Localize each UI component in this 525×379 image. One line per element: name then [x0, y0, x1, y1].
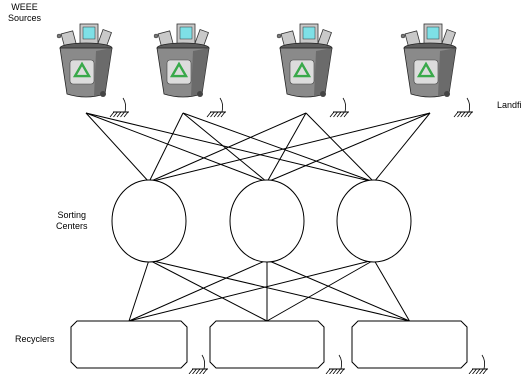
recycle-symbol-icon	[293, 61, 311, 78]
edge-source-4-to-center-1	[148, 112, 431, 183]
recycling-bin-icon	[153, 23, 210, 98]
landfill-ground-icon	[188, 354, 208, 375]
recycler-2	[209, 320, 325, 369]
recycle-symbol-icon	[417, 61, 435, 78]
recycling-bin-icon	[276, 23, 333, 98]
edge-center-2-to-recycler-1	[128, 259, 268, 322]
landfill-ground-icon	[468, 354, 488, 375]
landfill-ground-icon	[325, 354, 345, 375]
weee-sources-label: WEEE Sources	[8, 2, 42, 23]
edge-source-2-to-center-1	[148, 112, 184, 183]
weee-source-bins	[56, 23, 473, 118]
edge-source-1-to-center-2	[85, 112, 268, 183]
recycling-bin-icon	[400, 23, 457, 98]
edge-source-2-to-center-3	[182, 112, 375, 183]
sorting-center-2	[229, 179, 305, 263]
landfill-ground-icon	[109, 97, 129, 118]
sorting-center-3	[336, 179, 412, 263]
edge-source-3-to-center-3	[305, 112, 375, 183]
edge-source-3-to-center-2	[266, 112, 307, 183]
recyclers-label: Recyclers	[15, 334, 55, 344]
edge-source-1-to-center-1	[85, 112, 150, 183]
landfill-label: Landfi	[497, 100, 522, 110]
sorting-to-recycler-edges	[128, 259, 410, 322]
source-to-sorting-edges	[85, 112, 431, 183]
edge-source-4-to-center-2	[266, 112, 431, 183]
landfill-ground-icon	[453, 97, 473, 118]
edge-center-3-to-recycler-3	[373, 259, 410, 322]
recycle-symbol-icon	[73, 61, 91, 78]
edge-center-2-to-recycler-3	[266, 259, 410, 322]
landfill-ground-icon	[329, 97, 349, 118]
recycler-3	[351, 320, 468, 369]
edge-center-1-to-recycler-2	[148, 259, 268, 322]
edge-center-1-to-recycler-1	[128, 259, 150, 322]
recycler-1	[70, 320, 188, 369]
recycle-symbol-icon	[170, 61, 188, 78]
edge-source-4-to-center-3	[373, 112, 431, 183]
edge-source-2-to-center-2	[182, 112, 268, 183]
edge-center-1-to-recycler-3	[148, 259, 410, 322]
sorting-center-nodes	[111, 179, 412, 263]
edge-center-3-to-recycler-1	[128, 259, 375, 322]
sorting-centers-label: Sorting Centers	[56, 210, 88, 231]
edge-source-3-to-center-1	[148, 112, 307, 183]
landfill-ground-icon	[206, 97, 226, 118]
recycler-nodes	[70, 320, 488, 375]
edge-center-3-to-recycler-2	[266, 259, 375, 322]
edge-source-1-to-center-3	[85, 112, 375, 183]
recycling-bin-icon	[56, 23, 113, 98]
sorting-center-1	[111, 179, 187, 263]
